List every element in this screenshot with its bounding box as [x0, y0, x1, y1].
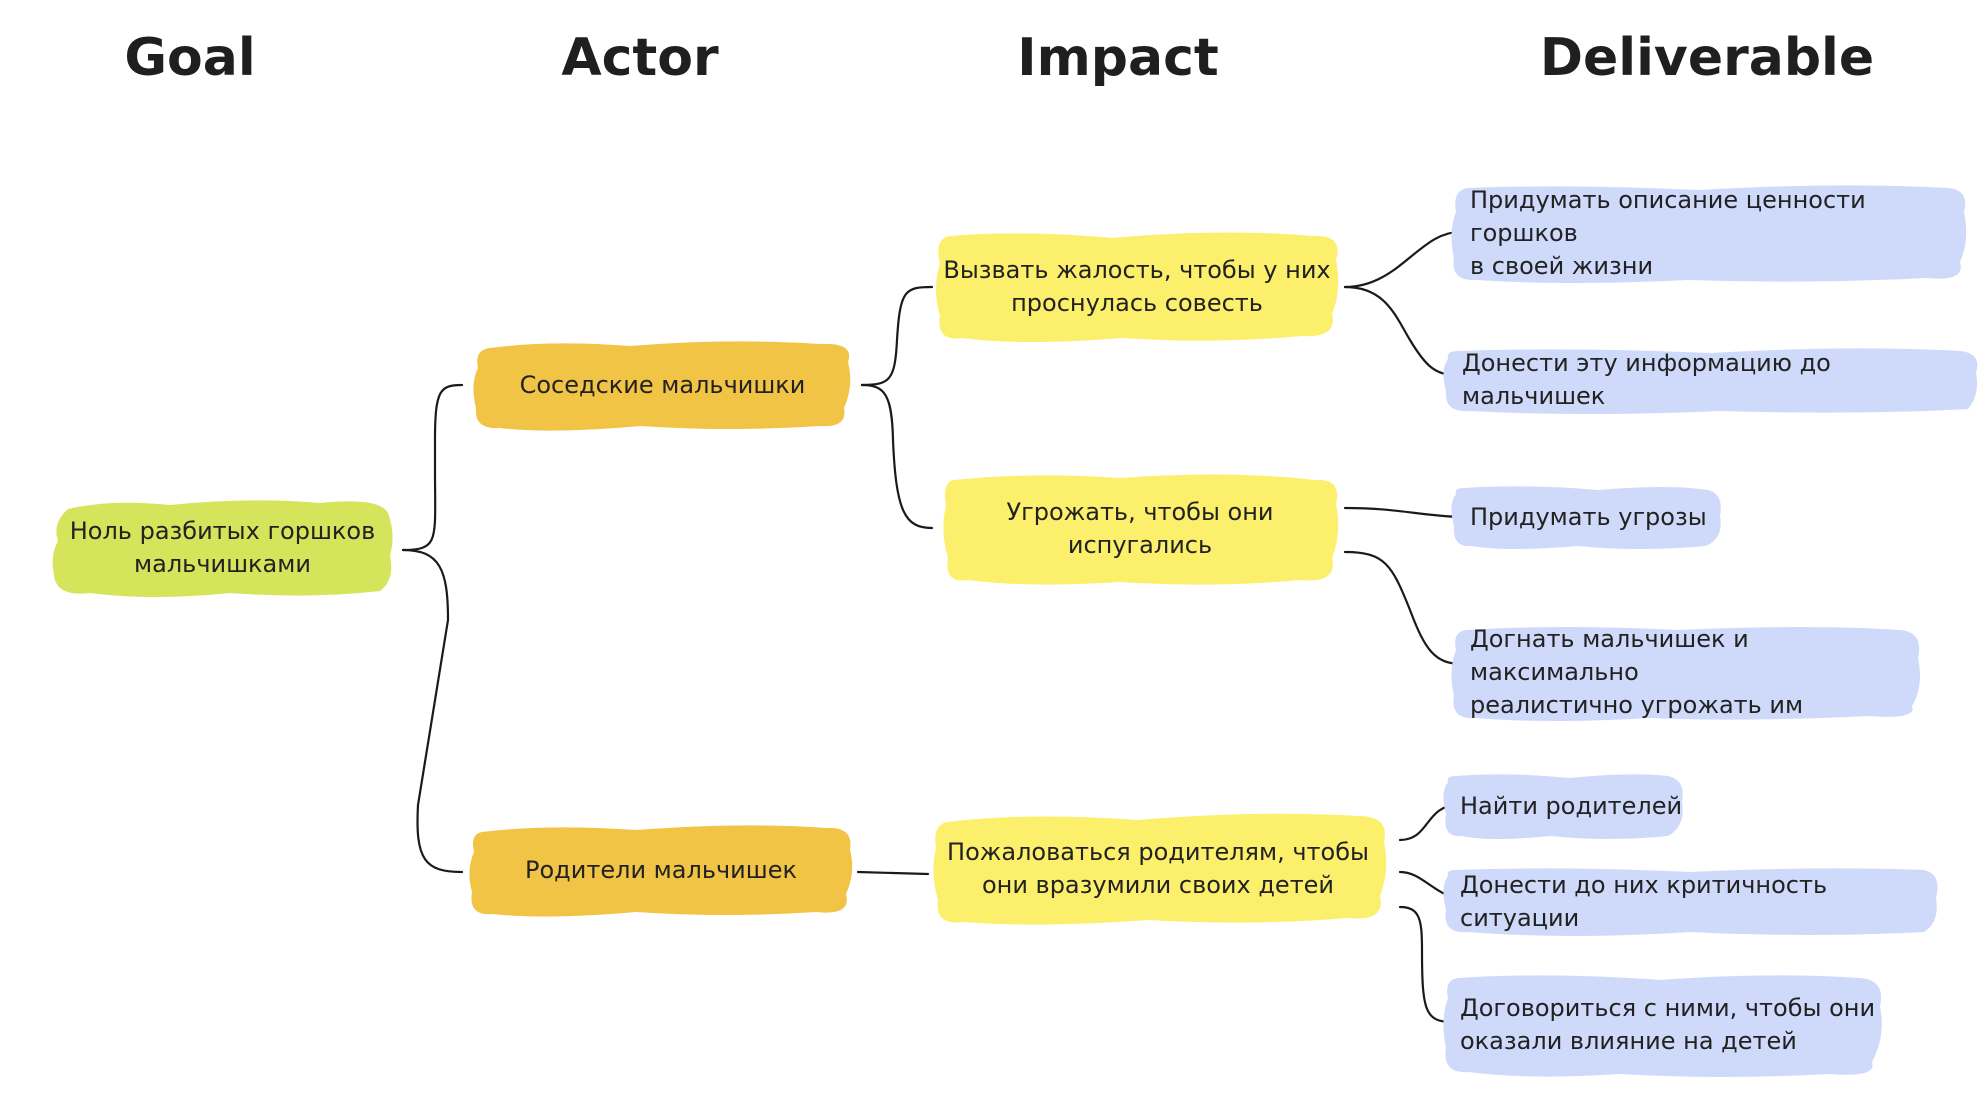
connector-actor1-impact-1 — [860, 285, 934, 387]
deliverable-node-2[interactable]: Донести эту информацию до мальчишек — [1440, 345, 1980, 415]
deliverable-text: Найти родителей — [1460, 791, 1683, 820]
connector-impact1-deliverable-1 — [1343, 230, 1464, 289]
actor-label: Родители мальчишек — [525, 855, 797, 884]
actor-label: Соседские мальчишки — [519, 371, 806, 399]
connector-goal-actor-2 — [401, 548, 464, 874]
deliverable-text: Донести до них критичность ситуации — [1460, 870, 1828, 932]
deliverable-text: Придумать угрозы — [1470, 502, 1707, 531]
connector-impact2-deliverable-4 — [1343, 550, 1464, 666]
deliverable-node-background — [1451, 185, 1967, 283]
header-impact: Impact — [1017, 28, 1219, 88]
impact-node-background — [943, 474, 1339, 585]
goal-node-background — [52, 500, 393, 597]
deliverable-node-6[interactable]: Донести до них критичность ситуации — [1440, 864, 1940, 939]
deliverable-node-background — [1443, 774, 1683, 839]
actor-node-boys-parents[interactable]: Родители мальчишек — [466, 820, 856, 920]
impact-node-background — [936, 232, 1339, 342]
actor-node-neighbor-boys[interactable]: Соседские мальчишки — [470, 338, 855, 433]
deliverable-node-3[interactable]: Придумать угрозы — [1448, 482, 1723, 552]
impact-node-background — [933, 813, 1387, 925]
header-goal: Goal — [124, 28, 256, 88]
deliverable-text: Донести эту информацию до мальчишек — [1462, 349, 1831, 410]
header-actor: Actor — [561, 28, 719, 88]
deliverable-node-5[interactable]: Найти родителей — [1440, 770, 1685, 842]
connector-actor1-impact-2 — [860, 383, 934, 530]
deliverable-node-background — [1443, 348, 1978, 414]
connector-goal-actor-1 — [401, 383, 464, 552]
deliverable-node-background — [1451, 486, 1721, 549]
deliverable-node-background — [1443, 868, 1938, 936]
actor-node-background — [469, 825, 853, 917]
connector-impact1-deliverable-2 — [1343, 285, 1457, 377]
deliverable-node-background — [1451, 627, 1920, 721]
connector-impact2-deliverable-3 — [1343, 506, 1464, 519]
deliverable-node-background — [1443, 975, 1882, 1077]
actor-node-background — [473, 341, 851, 431]
header-deliverable: Deliverable — [1539, 28, 1875, 88]
connector-actor2-impact-3 — [856, 870, 930, 876]
connector-impact3-deliverable-7 — [1398, 905, 1454, 1024]
